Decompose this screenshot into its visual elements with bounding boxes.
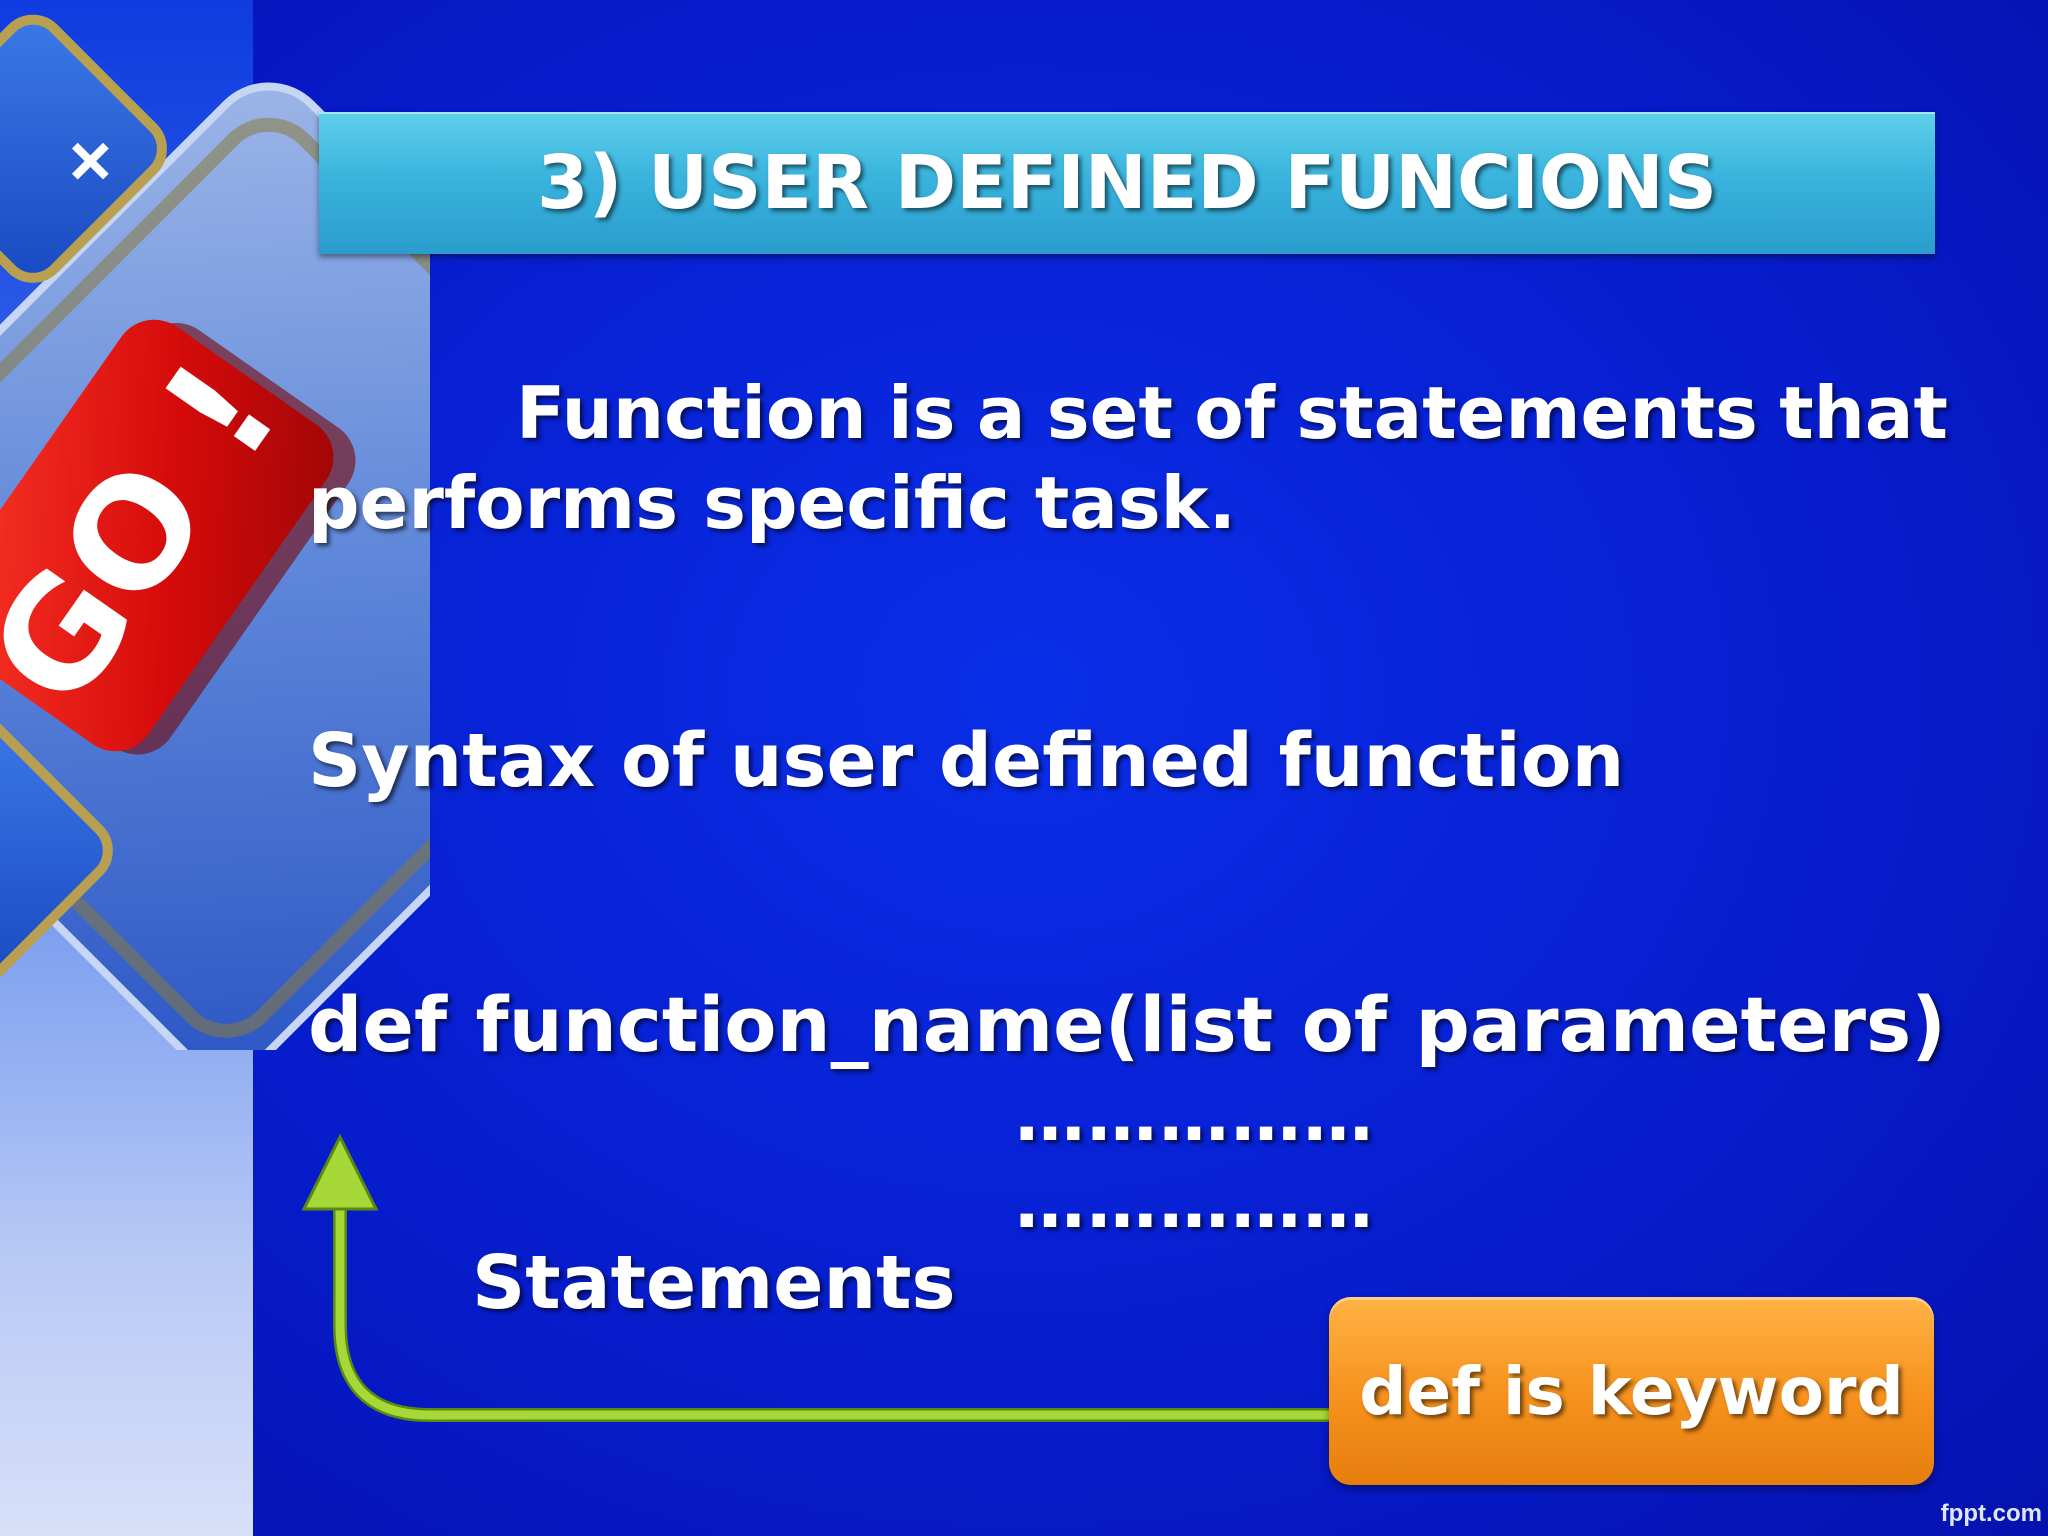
paragraph-word: of xyxy=(1194,371,1276,455)
slide-title: 3) USER DEFINED FUNCIONS xyxy=(536,140,1718,226)
paragraph-word: set xyxy=(1046,371,1173,455)
statements-label: Statements xyxy=(472,1240,956,1326)
dots-line-2: …………… xyxy=(1015,1162,1375,1244)
title-banner: 3) USER DEFINED FUNCIONS xyxy=(319,112,1935,254)
definition-paragraph: Function is a set of statements that per… xyxy=(308,368,1948,548)
paragraph-line-2: performs specific task. xyxy=(308,461,1236,545)
paragraph-word: that xyxy=(1779,371,1948,455)
keyword-callout-text: def is keyword xyxy=(1359,1352,1904,1430)
watermark: fppt.com xyxy=(1940,1500,2042,1527)
paragraph-word: Function xyxy=(516,371,867,455)
syntax-heading: Syntax of user defined function xyxy=(308,718,1625,804)
def-word: def xyxy=(308,980,448,1069)
paragraph-word: statements xyxy=(1296,371,1758,455)
def-word: of xyxy=(1301,980,1387,1069)
def-word: parameters) xyxy=(1415,980,1946,1069)
keypad-illustration: + GO ! xyxy=(0,0,430,1050)
dots-line-1: …………… xyxy=(1015,1075,1375,1157)
def-syntax-line: def function_name(list of parameters) xyxy=(308,980,1946,1069)
paragraph-line-1: Function is a set of statements that xyxy=(308,368,1948,458)
paragraph-word: is xyxy=(887,371,956,455)
def-word: function_name(list xyxy=(475,980,1274,1069)
up-arrow-icon xyxy=(301,1133,1342,1422)
keyword-callout: def is keyword xyxy=(1329,1297,1934,1485)
paragraph-word: a xyxy=(976,371,1026,455)
